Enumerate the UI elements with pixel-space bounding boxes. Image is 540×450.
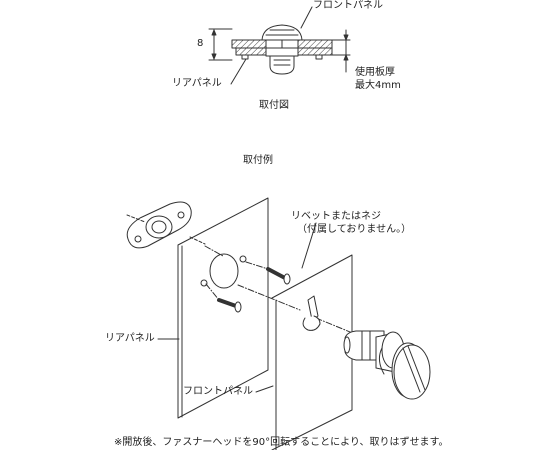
leader-rear-panel-top xyxy=(230,58,247,85)
rivet-lower xyxy=(217,298,242,313)
rivet-label-line1: リベットまたはネジ xyxy=(291,211,381,222)
thickness-label-line2: 最大4mm xyxy=(355,80,401,91)
front-panel-label-bottom: フロントパネル xyxy=(183,386,253,397)
bottom-figure-title: 取付例 xyxy=(243,155,273,166)
rear-panel-label-bottom: リアパネル xyxy=(105,333,155,344)
fastener-part xyxy=(343,330,431,400)
front-panel-label: フロントパネル xyxy=(313,0,383,11)
assembly-figure xyxy=(126,197,431,450)
footnote: ※開放後、ファスナーヘッドを90°回転することにより、取りはずせます。 xyxy=(114,437,449,448)
rear-panel-center-hole xyxy=(209,253,239,289)
dimension-8-marker xyxy=(208,28,233,61)
rear-panel-rivet-hole xyxy=(239,255,247,263)
rear-panel-label: リアパネル xyxy=(172,78,222,89)
thickness-label-line1: 使用板厚 xyxy=(355,67,395,78)
leader-front-panel-top xyxy=(300,6,313,29)
cross-section-figure xyxy=(208,6,351,85)
rivet-upper xyxy=(266,267,291,285)
top-figure-caption: 取付図 xyxy=(259,100,289,111)
front-panel-cutout xyxy=(307,295,319,321)
dimension-8-label: 8 xyxy=(197,38,204,49)
rear-panel-rivet-hole xyxy=(200,279,208,287)
rear-panel-plate xyxy=(177,197,269,419)
rivet-label-line2: （付属しておりません。） xyxy=(297,224,412,235)
leader-front-panel-bottom xyxy=(255,385,274,393)
fastener-head xyxy=(261,24,303,41)
leader-rivet xyxy=(301,222,317,269)
front-panel-plate xyxy=(271,254,353,450)
receptacle-part xyxy=(126,201,206,249)
